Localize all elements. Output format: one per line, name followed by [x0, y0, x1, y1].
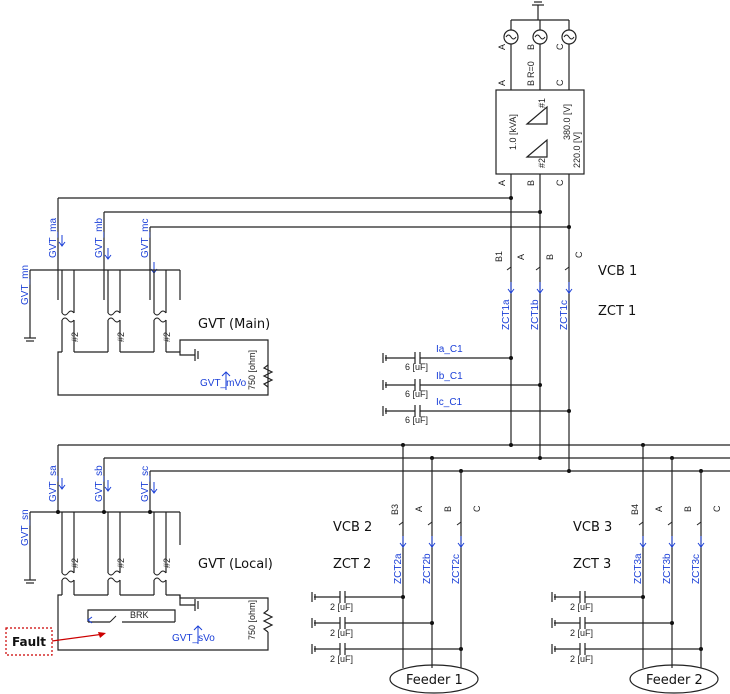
source-phase-a-label: A: [497, 44, 507, 50]
gvt-main-unit-b: #2: [107, 270, 126, 352]
vcb2-phase-a: A: [414, 506, 424, 512]
vcb2-breaker-name: B3: [390, 504, 400, 515]
c2c-value: 2 [uF]: [330, 654, 353, 664]
gvt-local-unit-a: #2: [61, 512, 80, 595]
gvt-local-unit-b: #2: [107, 512, 126, 595]
zct2a-probe: ZCT2a: [393, 553, 404, 584]
c3a-value: 2 [uF]: [570, 602, 593, 612]
c1b-value: 6 [uF]: [405, 389, 428, 399]
gvt-mc-probe: GVT_mc: [140, 219, 151, 258]
transformer-primary-voltage: 380.0 [V]: [562, 104, 572, 140]
vcb3-breaker-name: B4: [630, 504, 640, 515]
vcb2-phase-c: C: [472, 505, 482, 512]
gvt-sa-probe: GVT_sa: [48, 465, 59, 502]
fault-label: Fault: [12, 635, 46, 649]
c1c-value: 6 [uF]: [405, 415, 428, 425]
zct2-label: ZCT 2: [333, 557, 371, 572]
zct2b-probe: ZCT2b: [422, 553, 433, 584]
zct3c-probe: ZCT3c: [691, 554, 702, 584]
gvt-sb-probe: GVT_sb: [94, 465, 105, 502]
gvt-main-resistor: 750 [ohm]: [247, 350, 257, 390]
gvt-main-transformers: GVT_mn #2 #2 #2: [20, 265, 274, 396]
source-b-bottom-label: B: [526, 80, 536, 86]
gvt-sn-probe: GVT_sn: [20, 509, 31, 546]
gvt-main-title: GVT (Main): [198, 317, 270, 332]
vcb1-breaker-name: B1: [494, 251, 504, 262]
vcb2-phase-b: B: [443, 506, 453, 512]
gvt-mb-probe: GVT_mb: [94, 218, 105, 258]
vcb1-phase-c: C: [574, 251, 584, 258]
trafo-out-c-label: C: [555, 179, 565, 186]
vcb1-phase-b: B: [545, 254, 555, 260]
ib-c1-probe: Ib_C1: [436, 371, 463, 382]
c2b-value: 2 [uF]: [330, 628, 353, 638]
gvt-main-b-winding: #2: [116, 332, 126, 342]
local-bus: GVT_sa GVT_sb GVT_sc: [48, 443, 730, 512]
gvt-mvo-probe: GVT_mVo: [200, 378, 247, 389]
gvt-local-transformers: GVT_sn #2 #2 #2 750 [ohm: [20, 509, 274, 651]
vcb3-group: B4 A B C ZCT3a ZCT3b ZCT3c 2 [uF] 2 [uF]…: [551, 445, 722, 694]
vcb3-label: VCB 3: [573, 520, 612, 535]
vcb1-label: VCB 1: [598, 264, 637, 279]
gvt-main-unit-c: #2: [153, 270, 172, 352]
zct3-label: ZCT 3: [573, 557, 611, 572]
gvt-main-unit-a: #2: [61, 270, 80, 352]
transformer-winding1-label: #1: [537, 98, 547, 108]
c3c-value: 2 [uF]: [570, 654, 593, 664]
brk-label: BRK: [130, 610, 149, 620]
gvt-svo-probe: GVT_sVo: [172, 633, 215, 644]
zct3a-probe: ZCT3a: [633, 553, 644, 584]
c1a-value: 6 [uF]: [405, 362, 428, 372]
gvt-local-resistor: 750 [ohm]: [247, 600, 257, 640]
source-phase-b-label: B: [526, 44, 536, 50]
zct2c-probe: ZCT2c: [451, 554, 462, 584]
vcb1-phase-a: A: [516, 254, 526, 260]
ic-c1-probe: Ic_C1: [436, 397, 463, 408]
zct1a-probe: ZCT1a: [501, 299, 512, 330]
zct1c-probe: ZCT1c: [559, 300, 570, 330]
gvt-local-b-winding: #2: [116, 558, 126, 568]
gvt-local-a-winding: #2: [70, 558, 80, 568]
source-resistance-label: R=0: [526, 61, 536, 78]
transformer-rating: 1.0 [kVA]: [508, 114, 518, 150]
transformer-winding2-label: #2: [537, 158, 547, 168]
vcb3-phase-a: A: [654, 506, 664, 512]
vcb1-group: B1 A B C ZCT1a ZCT1b ZCT1c: [494, 251, 584, 330]
gvt-local-title: GVT (Local): [198, 557, 273, 572]
gvt-sc-probe: GVT_sc: [140, 466, 151, 502]
gvt-local-unit-c: #2: [153, 512, 172, 595]
vcb2-group: B3 A B C ZCT2a ZCT2b ZCT2c 2 [uF] 2 [uF]…: [311, 445, 482, 694]
gvt-ma-probe: GVT_ma: [48, 218, 59, 258]
feeder1-label: Feeder 1: [406, 673, 463, 688]
gvt-mn-probe: GVT_mn: [20, 265, 31, 305]
vcb1-capacitors: Ia_C1 Ib_C1 Ic_C1 6 [uF] 6 [uF] 6 [uF]: [382, 344, 571, 425]
trafo-out-a-label: A: [497, 180, 507, 186]
gvt-main-bus: GVT_ma GVT_mb GVT_mc: [48, 196, 571, 300]
vcb3-phase-b: B: [683, 506, 693, 512]
gvt-main-a-winding: #2: [70, 332, 80, 342]
vcb3-phase-c: C: [712, 505, 722, 512]
trafo-out-b-label: B: [526, 180, 536, 186]
transformer-secondary-voltage: 220.0 [V]: [572, 132, 582, 168]
ac-source-group: A B C R=0 A B C: [497, 1, 577, 90]
vcb2-label: VCB 2: [333, 520, 372, 535]
ia-c1-probe: Ia_C1: [436, 344, 463, 355]
c3b-value: 2 [uF]: [570, 628, 593, 638]
c2a-value: 2 [uF]: [330, 602, 353, 612]
zct1b-probe: ZCT1b: [530, 299, 541, 330]
gvt-main-c-winding: #2: [162, 332, 172, 342]
power-transformer: 1.0 [kVA] 380.0 [V] 220.0 [V] #1 #2 A B …: [495, 89, 585, 471]
source-phase-c-label: C: [555, 43, 565, 50]
zct1-label: ZCT 1: [598, 304, 636, 319]
fault-indicator: Fault: [5, 627, 106, 656]
feeder2-label: Feeder 2: [646, 673, 703, 688]
zct3b-probe: ZCT3b: [662, 553, 673, 584]
source-c-bottom-label: C: [555, 79, 565, 86]
source-a-bottom-label: A: [497, 80, 507, 86]
gvt-local-c-winding: #2: [162, 558, 172, 568]
